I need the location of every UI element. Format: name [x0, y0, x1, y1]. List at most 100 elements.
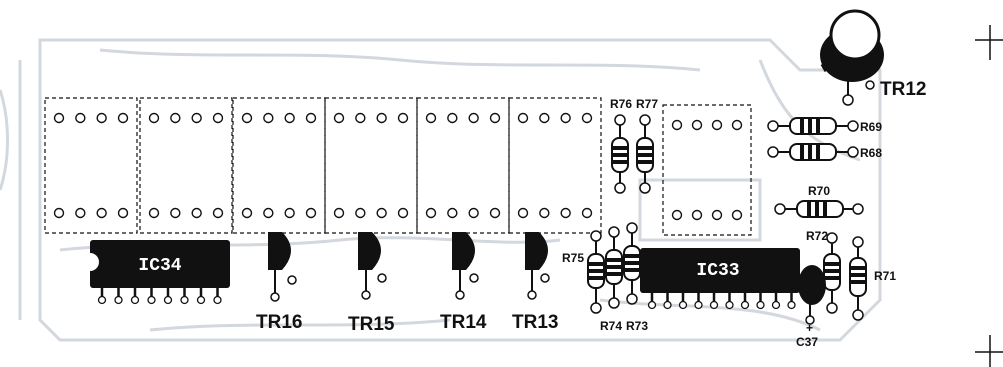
ic-pin-pad: [114, 295, 123, 305]
r77-label: R77: [636, 97, 658, 111]
solder-pad: [539, 207, 550, 219]
solder-pad: [191, 112, 202, 124]
transistor-tr15: TR15: [348, 232, 395, 335]
resistor-r74: R74: [600, 226, 623, 333]
ic34-label: IC34: [138, 256, 181, 276]
solder-pad: [539, 112, 550, 124]
solder-pad: [447, 207, 458, 219]
r71-label: R71: [874, 269, 896, 283]
solder-pad: [671, 209, 683, 221]
ic-pin-pad: [740, 300, 750, 310]
solder-pad: [241, 112, 253, 124]
solder-pad: [560, 112, 571, 124]
ic33-chip: IC33: [640, 248, 800, 310]
ic-pin-pad: [787, 300, 796, 310]
solder-pad: [397, 207, 409, 219]
solder-pad: [263, 207, 274, 219]
ic-pin-pad: [196, 295, 206, 305]
solder-pad: [671, 119, 683, 131]
solder-pad: [468, 207, 479, 219]
solder-pad: [355, 207, 366, 219]
r69-label: R69: [860, 120, 882, 134]
solder-pad: [355, 112, 366, 124]
solder-pad: [117, 112, 129, 124]
solder-pad: [425, 207, 437, 219]
solder-pad: [170, 112, 181, 124]
ic-pin-pad: [678, 300, 688, 310]
ic-pin-pad: [147, 295, 156, 305]
solder-pad: [468, 112, 479, 124]
solder-pad: [191, 207, 202, 219]
resistor-r69: R69: [767, 117, 882, 135]
transistor-tr12: TR12: [820, 9, 926, 106]
r70-label: R70: [808, 184, 830, 198]
solder-pad: [53, 207, 65, 219]
solder-pad: [212, 112, 224, 124]
footprint-outline: [44, 97, 138, 234]
registration-marks: [975, 25, 1003, 367]
footprint-outline: [139, 97, 233, 234]
ic-pin-pad: [725, 300, 734, 310]
solder-pad: [731, 119, 743, 131]
capacitor-c37: + C37: [796, 265, 826, 349]
solder-pad: [489, 207, 501, 219]
tr12-label: TR12: [880, 79, 926, 100]
c37-polarity: +: [806, 321, 813, 335]
tr15-label: TR15: [348, 314, 395, 335]
solder-pad: [96, 112, 107, 124]
ic-pin-pad: [709, 300, 719, 310]
resistor-r73: R73: [623, 222, 648, 333]
tr13-label: TR13: [512, 312, 558, 333]
solder-pad: [333, 112, 345, 124]
ic-pin-pad: [163, 295, 173, 305]
resistor-r71: R71: [849, 236, 896, 321]
solder-pad: [711, 209, 723, 221]
transistor-tr14: TR14: [440, 232, 487, 333]
transistor-tr13: TR13: [512, 232, 558, 333]
ic-pin-pad: [756, 300, 765, 310]
solder-pad: [212, 207, 224, 219]
solder-pad: [731, 209, 743, 221]
solder-pad: [53, 112, 65, 124]
ic-pin-pad: [180, 295, 189, 305]
solder-pad: [711, 119, 723, 131]
resistor-r72: R72: [806, 229, 841, 314]
solder-pad: [284, 207, 295, 219]
solder-pad: [305, 207, 317, 219]
solder-pad: [241, 207, 253, 219]
ic34-chip: IC34: [90, 240, 230, 305]
solder-pad: [376, 207, 387, 219]
solder-pad: [425, 112, 437, 124]
ic-pin-pad: [213, 295, 222, 305]
copper-traces: [0, 38, 882, 342]
tr14-label: TR14: [440, 312, 487, 333]
solder-pad: [691, 209, 703, 221]
solder-pad: [376, 112, 387, 124]
ic33-label: IC33: [696, 261, 739, 281]
ic34-pins: [97, 285, 222, 305]
solder-pad: [284, 112, 295, 124]
ic-pin-pad: [130, 295, 140, 305]
solder-pad: [397, 112, 409, 124]
solder-pad: [333, 207, 345, 219]
solder-pad: [691, 119, 703, 131]
solder-pad: [117, 207, 129, 219]
solder-pad: [96, 207, 107, 219]
r68-label: R68: [860, 146, 882, 160]
ic-pin-pad: [771, 300, 781, 310]
solder-pad: [489, 112, 501, 124]
solder-pad: [560, 207, 571, 219]
solder-pad: [447, 112, 458, 124]
r76-label: R76: [610, 97, 632, 111]
solder-pad: [170, 207, 181, 219]
resistor-r77: R77: [636, 97, 658, 194]
ic-pin-pad: [647, 300, 657, 310]
tr16-label: TR16: [256, 312, 302, 333]
solder-pad: [263, 112, 274, 124]
resistor-r75: R75: [562, 230, 605, 314]
r72-label: R72: [806, 229, 828, 243]
solder-pad: [75, 112, 86, 124]
ic-pin-pad: [97, 295, 107, 305]
